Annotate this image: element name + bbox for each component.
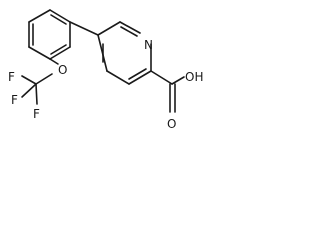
atom-label-fluorine-bottom: F (33, 107, 40, 121)
carboxylic-acid-group (150, 70, 185, 113)
atom-label-hydroxyl: OH (185, 70, 203, 84)
atom-label-fluorine-bottom-left: F (11, 93, 18, 107)
atom-label-ether-oxygen: O (58, 63, 67, 77)
pyridine-ring (97, 21, 152, 85)
molecule-diagram: N O F F F OH O (8, 9, 203, 131)
biaryl-bond (69, 21, 99, 36)
trifluoromethoxy-group (21, 58, 59, 105)
atom-label-carbonyl-oxygen: O (167, 117, 176, 131)
atom-label-fluorine-left: F (8, 70, 15, 84)
phenyl-ring (28, 9, 71, 60)
atom-label-nitrogen: N (144, 38, 153, 52)
